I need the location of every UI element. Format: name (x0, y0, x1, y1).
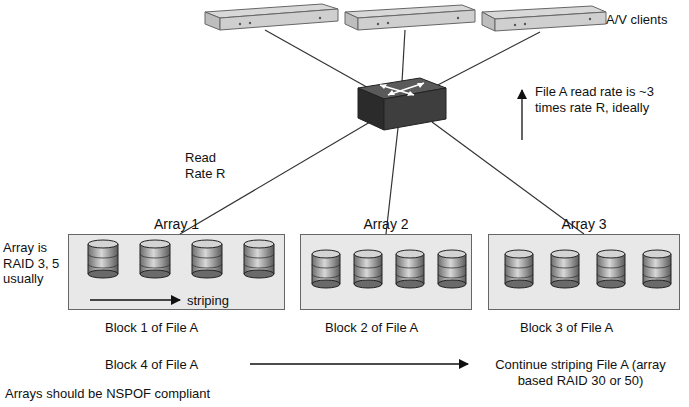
array-heading: Array 1 (69, 216, 284, 232)
av-client-units (205, 4, 606, 31)
striping-arrow (90, 299, 180, 300)
array-heading: Array 3 (489, 216, 679, 232)
striping-label: striping (187, 293, 229, 308)
disk-array: Array 2 (300, 234, 472, 310)
disk-drives (88, 240, 671, 288)
array-fill (68, 234, 285, 310)
network-wires (180, 30, 584, 234)
continue-arrow (250, 363, 468, 364)
block-label: Block 4 of File A (105, 357, 198, 373)
disk-array: Array 3 (488, 234, 680, 310)
clients-label: A/V clients (606, 12, 667, 28)
nspof-note: Arrays should be NSPOF compliant (5, 386, 210, 402)
array-fill (488, 234, 680, 310)
network-switch (358, 78, 446, 130)
array-heading: Array 2 (301, 216, 471, 232)
rate-note: File A read rate is ~3 times rate R, ide… (535, 84, 663, 115)
block-label: Block 2 of File A (325, 320, 418, 336)
block-label: Block 1 of File A (105, 320, 198, 336)
block-label: Block 3 of File A (520, 320, 613, 336)
continue-note: Continue striping File A (array based RA… (478, 357, 683, 388)
disk-array: Array 1striping (68, 234, 285, 310)
array-fill (300, 234, 472, 310)
rate-arrow (521, 90, 522, 140)
read-rate-label: Read Rate R (185, 150, 233, 181)
raid-note: Array is RAID 3, 5 usually (3, 240, 67, 287)
